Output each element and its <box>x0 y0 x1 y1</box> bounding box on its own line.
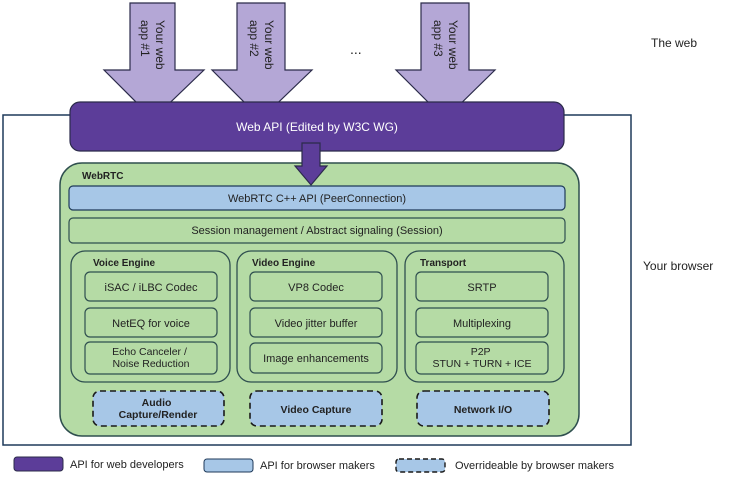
legend-label-overrideable: Overrideable by browser makers <box>455 460 614 472</box>
cpp-api-label: WebRTC C++ API (PeerConnection) <box>228 193 406 205</box>
voice-engine: Voice Engine iSAC / iLBC Codec NetEQ for… <box>70 250 231 383</box>
video-capture-box: Video Capture <box>249 390 383 427</box>
legend-swatch-overrideable <box>395 458 446 473</box>
transport-item-1 <box>415 271 549 302</box>
voice-item-3 <box>84 341 218 375</box>
legend-swatch-browser <box>203 458 254 473</box>
transport: Transport SRTP Multiplexing P2P STUN + T… <box>404 250 565 383</box>
voice-engine-title: Voice Engine <box>93 258 155 269</box>
video-item-1-label: VP8 Codec <box>288 282 344 294</box>
web-api-label: Web API (Edited by W3C WG) <box>236 120 398 134</box>
down-arrow <box>293 142 329 186</box>
the-web-label: The web <box>651 36 697 50</box>
video-item-1 <box>249 271 383 302</box>
voice-item-3-label: Echo Canceler / Noise Reduction <box>112 346 190 370</box>
your-browser-label: Your browser <box>643 259 713 273</box>
app-arrow-2-label: Your web app #2 <box>247 20 276 73</box>
voice-item-2-label: NetEQ for voice <box>112 318 190 330</box>
ellipsis-label: ... <box>350 41 362 57</box>
audio-capture-box: Audio Capture/Render <box>92 390 225 427</box>
video-item-3 <box>249 342 383 374</box>
app-arrow-1: Your web app #1 <box>102 2 206 120</box>
voice-item-1-label: iSAC / iLBC Codec <box>105 282 198 294</box>
transport-title: Transport <box>420 258 467 269</box>
video-engine: Video Engine VP8 Codec Video jitter buff… <box>236 250 398 383</box>
transport-item-2 <box>415 307 549 338</box>
transport-item-1-label: SRTP <box>467 282 496 294</box>
video-item-2-label: Video jitter buffer <box>275 318 358 330</box>
app-arrow-3: Your web app #3 <box>394 2 497 120</box>
audio-capture-label: Audio Capture/Render <box>119 397 198 421</box>
transport-item-3-label: P2P STUN + TURN + ICE <box>433 346 532 370</box>
session-label: Session management / Abstract signaling … <box>191 225 442 237</box>
legend-label-web: API for web developers <box>70 459 184 471</box>
video-capture-label: Video Capture <box>281 404 352 416</box>
video-item-2 <box>249 307 383 338</box>
app-arrow-3-label: Your web app #3 <box>431 20 460 73</box>
transport-item-3 <box>415 341 549 375</box>
session-bar <box>68 217 566 244</box>
video-item-3-label: Image enhancements <box>263 353 369 365</box>
network-io-label: Network I/O <box>454 404 512 416</box>
network-io-box: Network I/O <box>416 390 550 427</box>
voice-item-2 <box>84 307 218 338</box>
app-arrow-2: Your web app #2 <box>210 2 314 120</box>
app-arrow-1-label: Your web app #1 <box>138 20 167 73</box>
transport-item-2-label: Multiplexing <box>453 318 511 330</box>
cpp-api-bar <box>68 185 566 211</box>
legend: API for web developers API for browser m… <box>13 456 614 473</box>
legend-label-browser: API for browser makers <box>260 460 375 472</box>
voice-item-1 <box>84 271 218 302</box>
video-engine-title: Video Engine <box>252 258 316 269</box>
webrtc-title: WebRTC <box>82 171 123 182</box>
legend-swatch-web <box>13 456 64 472</box>
